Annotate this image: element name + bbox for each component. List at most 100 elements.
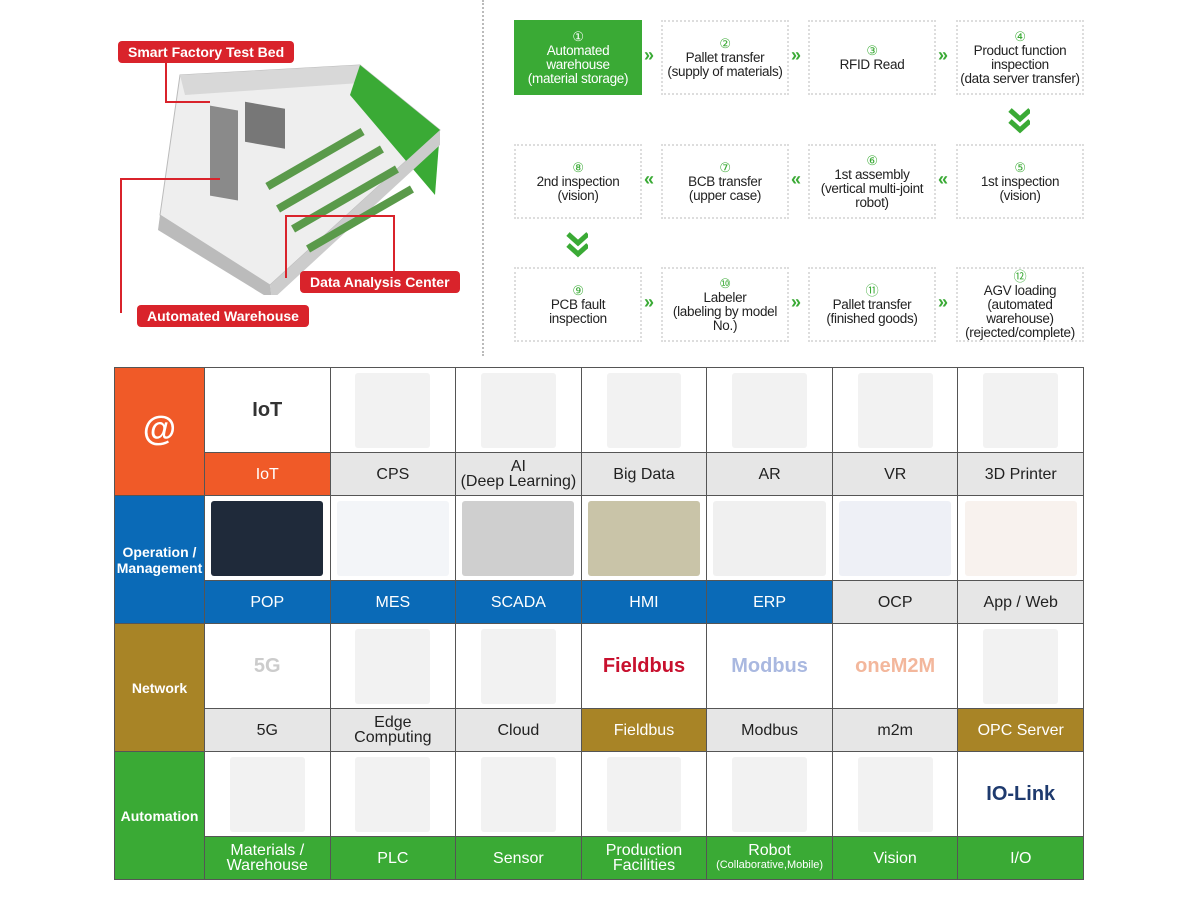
logo-text: Fieldbus [602,654,686,677]
fieldbus-logo-graphic: Fieldbus [587,628,701,704]
logo-text: 5G [253,654,281,677]
label-smart-factory-test-bed: Smart Factory Test Bed [118,41,295,63]
iot-cloud-icon-graphic: IoT [211,372,324,448]
step-text: (automated [987,296,1053,312]
tech-label-2-3: Fieldbus [580,708,708,752]
step-text: BCB transfer [688,173,762,189]
erp-screenshot [706,495,833,581]
step-number: ⑪ [865,282,879,298]
tech-label-2-0: 5G [203,708,331,752]
tech-label-text: App / Web [983,593,1058,611]
tech-label-1-0: POP [203,580,331,624]
step-text: (data server transfer) [960,70,1080,86]
tech-label-1-2: SCADA [455,580,582,624]
step-text: (vision) [557,187,599,203]
warehouse-rack-image [203,751,331,837]
tech-label-text: Production Facilities [605,842,683,874]
step-text: warehouse [546,56,610,72]
tech-label-text: MES [375,593,411,611]
step-text: AGV loading [983,282,1057,298]
step-text: (vision) [999,187,1041,203]
row-header-3: Automation [114,751,205,880]
step-text: (vertical multi-joint [820,180,924,196]
3d-printer-icon-graphic [983,372,1059,448]
ocp-image [831,495,959,581]
step-number: ③ [866,42,878,58]
cps-factory-image-graphic [355,372,431,448]
ocp-image-graphic [839,500,952,576]
mes-screenshot [329,495,457,581]
tech-label-text: OPC Server [977,721,1064,739]
app-web-screenshot-graphic [964,500,1077,576]
arrow-right-icon: » [791,45,801,65]
row-header-label: @ [142,409,177,448]
arrow-right-icon: » [644,292,654,312]
row-header-1: Operation / Management [114,495,205,624]
tech-label-text: ERP [753,593,787,611]
tech-label-text: Edge Computing [354,714,432,746]
5g-icon: 5G [203,623,331,709]
warehouse-rack-image-graphic [229,756,305,832]
erp-screenshot-graphic [713,500,826,576]
tech-label-0-6: 3D Printer [957,452,1084,496]
tech-label-text: 5G [256,721,278,739]
tech-label-text: HMI [629,593,659,611]
tech-label-0-5: VR [831,452,959,496]
tech-label-3-4: Robot(Collaborative,Mobile) [706,836,833,880]
big-data-wave-icon-graphic [606,372,682,448]
robot-image [706,751,833,837]
step-text: 1st inspection [980,173,1060,189]
arrow-right-icon: » [938,45,948,65]
tech-label-3-0: Materials / Warehouse [203,836,331,880]
tech-label-text: Fieldbus [613,721,675,739]
tech-label-text: Vision [873,849,917,867]
production-line-image-graphic [606,756,682,832]
ar-logo-icon [706,367,833,453]
label-automated-warehouse: Automated Warehouse [137,305,309,327]
step-text: inspection [549,310,607,326]
step-text: Pallet transfer [832,296,912,312]
tech-label-0-2: AI (Deep Learning) [455,452,582,496]
tech-label-3-6: I/O [957,836,1084,880]
vr-headset-icon-graphic [857,372,933,448]
sensor-image [455,751,582,837]
arrow-right-icon: » [791,292,801,312]
tech-label-text: Robot [748,842,791,859]
modbus-logo: Modbus [706,623,833,709]
plc-image [329,751,457,837]
row-header-label: Network [131,679,188,696]
step-text: (supply of materials) [667,63,783,79]
pop-screenshot [203,495,331,581]
arrow-left-icon: « [791,169,801,189]
tech-label-3-1: PLC [329,836,457,880]
tech-label-text: Modbus [741,721,799,739]
section-divider [482,0,484,356]
tech-label-0-1: CPS [329,452,457,496]
step-number: ⑥ [866,152,878,168]
app-web-screenshot [957,495,1084,581]
brain-network-icon [455,367,582,453]
onem2m-logo: oneM2M [831,623,959,709]
tech-label-text: Sensor [493,849,544,867]
tech-label-2-6: OPC Server [957,708,1084,752]
logo-text: IO-Link [986,782,1056,805]
step-text: warehouse) [986,310,1054,326]
tech-label-1-3: HMI [580,580,708,624]
io-link-logo: IO-Link [957,751,1084,837]
step-number: ② [719,35,731,51]
edge-cloud-icon [329,623,457,709]
tech-label-1-5: OCP [831,580,959,624]
step-text: Product function [973,42,1067,58]
tech-label-text: 3D Printer [984,465,1057,483]
arrow-right-icon: » [938,292,948,312]
arrow-down-icon [566,232,588,258]
step-text: (material storage) [527,70,629,86]
plc-image-graphic [355,756,431,832]
